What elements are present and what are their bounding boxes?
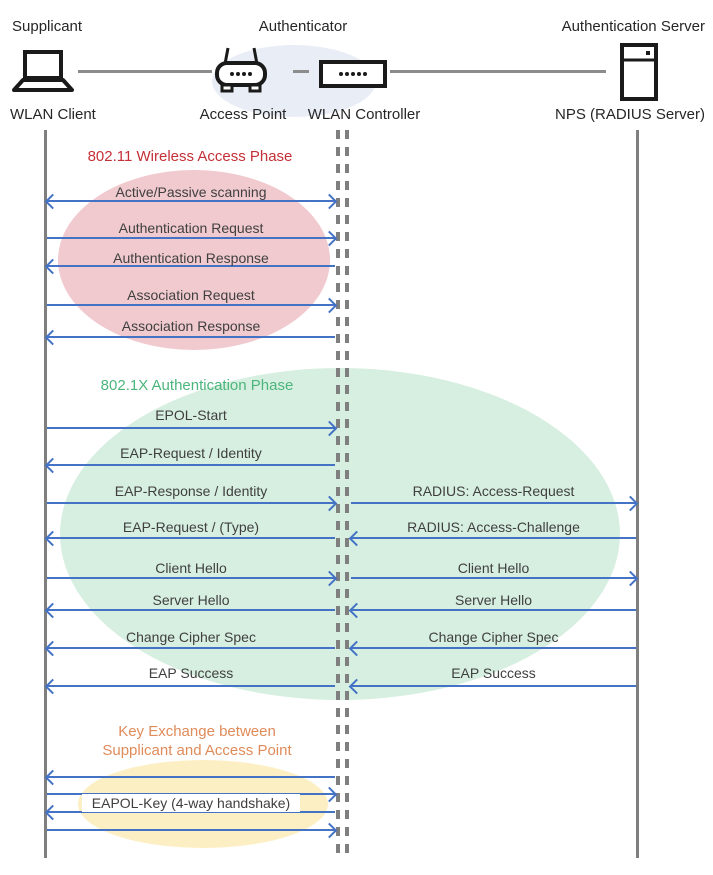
message-label: Client Hello: [457, 560, 530, 576]
message-arrow: [44, 258, 335, 275]
message-label: EAP-Response / Identity: [114, 483, 268, 499]
message-arrow: [348, 530, 636, 547]
lifeline-authenticator-dashed-2: [345, 130, 349, 858]
message-label: Active/Passive scanning: [115, 184, 267, 200]
lifeline-authenticator-dashed-1: [336, 130, 340, 858]
server-icon: [620, 43, 658, 101]
message-arrow: [351, 495, 639, 512]
access-point-icon: [213, 46, 269, 96]
arrowhead-left: [44, 769, 61, 786]
message-label: EAPOL-Key (4-way handshake): [47, 794, 335, 812]
device-label-wlan-client: WLAN Client: [10, 106, 96, 123]
connector-line: [390, 70, 606, 73]
lifeline-wlan-client: [44, 130, 47, 858]
message-arrow: [44, 329, 335, 346]
message-label: Authentication Response: [113, 250, 269, 266]
lifeline-radius-server: [636, 130, 639, 858]
message-arrow: [348, 602, 636, 619]
message-label: Change Cipher Spec: [428, 629, 559, 645]
message-arrow: [348, 640, 636, 657]
arrowhead-left: [44, 678, 61, 695]
message-arrow: [47, 230, 338, 247]
message-label: Server Hello: [454, 592, 533, 608]
message-arrow: [44, 193, 338, 210]
message-arrow: [47, 297, 338, 314]
message-label: EAP-Request / (Type): [122, 519, 260, 535]
message-label: RADIUS: Access-Challenge: [407, 519, 580, 535]
message-arrow: [44, 457, 335, 474]
message-arrow: [44, 769, 335, 786]
wlan-controller-icon: [319, 60, 387, 88]
device-label-wlan-controller: WLAN Controller: [307, 106, 421, 123]
phase-title-8021x: 802.1X Authentication Phase: [100, 377, 294, 394]
role-label-authentication-server: Authentication Server: [561, 18, 705, 35]
message-arrow: [47, 495, 338, 512]
phase-ellipse-8021x: [60, 368, 620, 700]
message-arrow: [44, 602, 335, 619]
laptop-icon: [10, 50, 76, 94]
message-label: EAP-Request / Identity: [120, 445, 262, 461]
message-arrow: [47, 420, 338, 437]
message-label: EPOL-Start: [155, 407, 227, 423]
message-label: EAP Success: [148, 665, 234, 681]
message-label: Association Request: [127, 287, 255, 303]
message-arrow: [44, 804, 335, 821]
message-label: Association Response: [121, 318, 261, 334]
message-arrow: [47, 570, 338, 587]
message-label: Server Hello: [152, 592, 230, 608]
message-arrow: [44, 678, 335, 695]
device-label-access-point: Access Point: [199, 106, 287, 123]
message-arrow: [44, 640, 335, 657]
message-arrow: [47, 822, 338, 839]
message-arrow: [351, 570, 639, 587]
message-label: Change Cipher Spec: [126, 629, 256, 645]
phase-title-key-exchange-line2: Supplicant and Access Point: [102, 742, 292, 759]
device-label-nps-radius-server: NPS (RADIUS Server): [554, 106, 706, 123]
arrowhead-right: [321, 822, 338, 839]
message-label: RADIUS: Access-Request: [412, 483, 575, 499]
message-arrow: [348, 678, 636, 695]
phase-title-80211: 802.11 Wireless Access Phase: [87, 148, 293, 165]
role-label-authenticator: Authenticator: [258, 18, 348, 35]
message-label: Client Hello: [155, 560, 227, 576]
role-label-supplicant: Supplicant: [12, 18, 83, 35]
connector-line: [78, 70, 212, 73]
connector-dash: [293, 70, 309, 73]
message-arrow: [44, 530, 335, 547]
phase-title-key-exchange: Key Exchange between Supplicant and Acce…: [77, 722, 317, 760]
message-label: Authentication Request: [118, 220, 264, 236]
phase-title-key-exchange-line1: Key Exchange between: [118, 723, 276, 740]
message-label: EAP Success: [451, 665, 536, 681]
